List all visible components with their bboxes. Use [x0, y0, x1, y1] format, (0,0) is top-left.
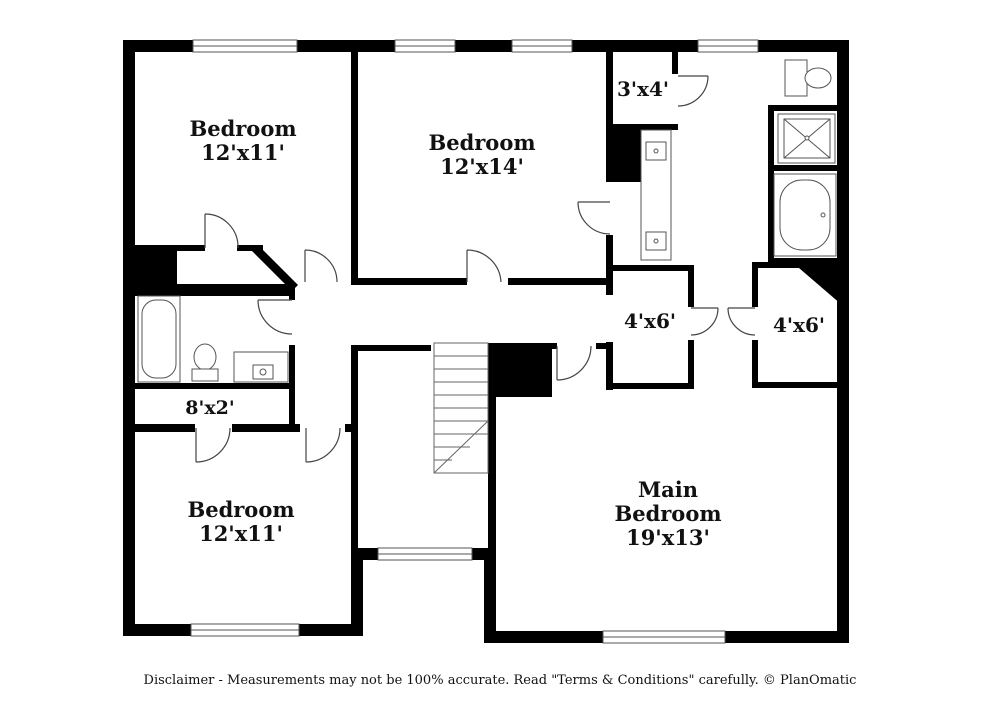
interior-walls	[135, 52, 842, 635]
room-name-bedroom-nw: Bedroom	[189, 116, 296, 141]
room-size-closet-3x4: 3'x4'	[617, 77, 669, 101]
room-name-bedroom-n: Bedroom	[428, 130, 535, 155]
room-size-bedroom-sw: 12'x11'	[199, 521, 283, 546]
room-name-main-line2: Bedroom	[614, 501, 721, 526]
room-size-closet-4x6-left: 4'x6'	[624, 309, 676, 333]
room-size-bedroom-nw: 12'x11'	[201, 140, 285, 165]
room-labels: Bedroom 12'x11' Bedroom 12'x14' Bedroom …	[185, 77, 825, 550]
doors	[195, 75, 756, 463]
room-name-main-line1: Main	[638, 477, 698, 502]
shower	[777, 113, 836, 164]
windows	[190, 39, 759, 644]
staircase	[433, 342, 489, 474]
room-size-bedroom-n: 12'x14'	[440, 154, 524, 179]
room-name-bedroom-sw: Bedroom	[187, 497, 294, 522]
toilet	[784, 59, 832, 97]
room-size-closet-8x2: 8'x2'	[185, 397, 234, 419]
fixtures	[137, 59, 837, 383]
bathtub	[773, 173, 837, 257]
vanity	[640, 129, 672, 261]
sink	[233, 351, 289, 383]
toilet	[191, 343, 219, 382]
disclaimer-text: Disclaimer - Measurements may not be 100…	[143, 673, 857, 688]
room-size-main-bedroom: 19'x13'	[626, 525, 710, 550]
room-size-closet-4x6-right: 4'x6'	[773, 313, 825, 337]
